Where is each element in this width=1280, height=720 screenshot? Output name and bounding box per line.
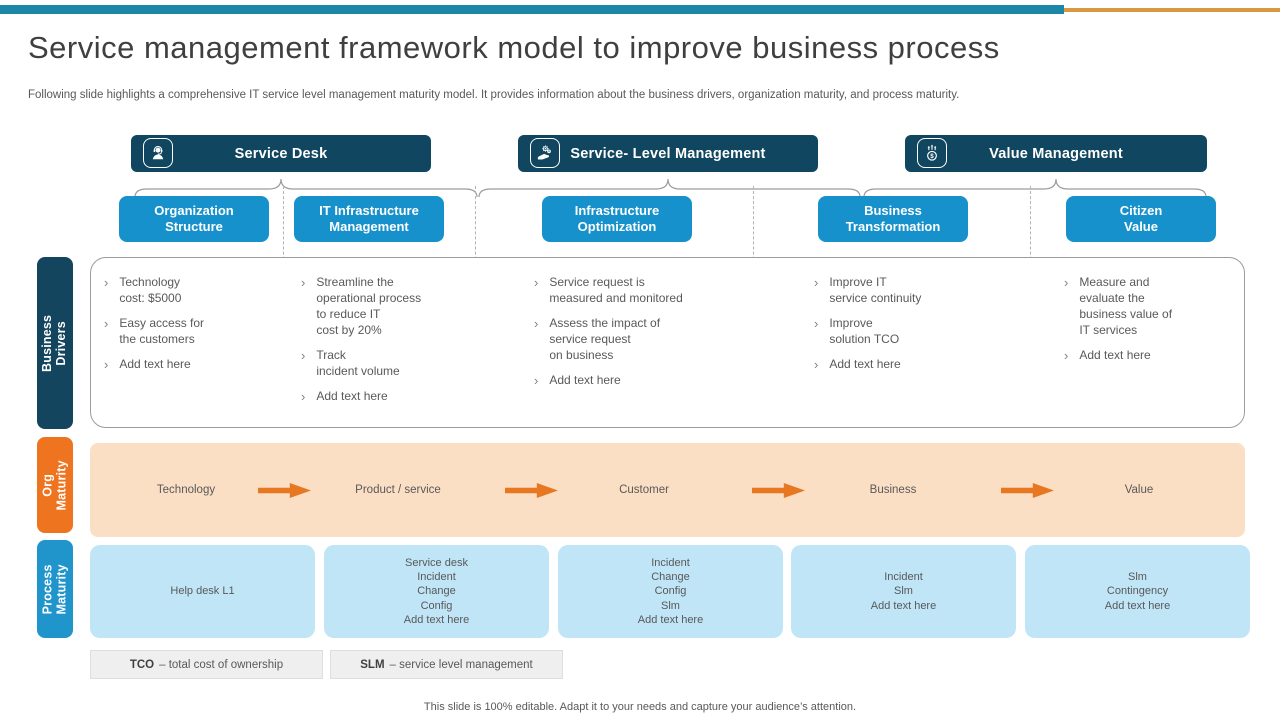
legend-abbr: TCO [129, 658, 155, 671]
stage-infrastructure-optimization: Infrastructure Optimization [542, 196, 692, 242]
bullet-item: Add text here [534, 373, 749, 390]
bullet-item: Service request is measured and monitore… [534, 275, 749, 307]
process-box: Incident Change Config Slm Add text here [558, 545, 783, 638]
maturity-step: Business [869, 484, 917, 496]
header-value-management: $ Value Management [905, 135, 1207, 172]
drivers-column: Measure and evaluate the business value … [1064, 275, 1239, 374]
stage-business-transformation: Business Transformation [818, 196, 968, 242]
stage-it-infrastructure-management: IT Infrastructure Management [294, 196, 444, 242]
legend-abbr: SLM [360, 658, 385, 671]
row-tab-org-maturity: Org Maturity [37, 437, 73, 533]
stage-organization-structure: Organization Structure [119, 196, 269, 242]
bullet-item: Easy access for the customers [104, 316, 279, 348]
bullet-item: Technology cost: $5000 [104, 275, 279, 307]
bullet-item: Measure and evaluate the business value … [1064, 275, 1239, 339]
bullet-item: Improve IT service continuity [814, 275, 1014, 307]
process-box: Slm Contingency Add text here [1025, 545, 1250, 638]
header-label: Service Desk [234, 145, 328, 162]
bullet-item: Streamline the operational process to re… [301, 275, 471, 339]
maturity-step: Product / service [355, 484, 441, 496]
row-tab-label: Process Maturity [40, 563, 69, 615]
header-label: Service- Level Management [570, 145, 766, 162]
legend-tco: TCO – total cost of ownership [90, 650, 323, 679]
page-title: Service management framework model to im… [28, 30, 1000, 65]
stage-citizen-value: Citizen Value [1066, 196, 1216, 242]
bullet-item: Add text here [104, 357, 279, 374]
slide-subtitle: Following slide highlights a comprehensi… [28, 89, 960, 101]
process-box: Incident Slm Add text here [791, 545, 1016, 638]
top-accent-bar-teal [0, 5, 1064, 14]
drivers-column: Technology cost: $5000 Easy access for t… [104, 275, 279, 383]
hand-gears-icon [530, 138, 560, 168]
row-tab-business-drivers: Business Drivers [37, 257, 73, 429]
maturity-step: Value [1124, 484, 1154, 496]
process-box: Help desk L1 [90, 545, 315, 638]
header-label: Value Management [989, 145, 1123, 162]
svg-text:$: $ [930, 153, 934, 160]
bullet-item: Improve solution TCO [814, 316, 1014, 348]
drivers-column: Improve IT service continuity Improve so… [814, 275, 1014, 383]
legend-slm: SLM – service level management [330, 650, 563, 679]
bullet-item: Add text here [814, 357, 1014, 374]
row-tab-label: Business Drivers [40, 314, 69, 372]
maturity-step: Technology [156, 484, 216, 496]
headset-agent-icon [143, 138, 173, 168]
bullet-item: Add text here [301, 389, 471, 406]
top-accent-bar-gold [1064, 8, 1280, 12]
slide-footer-note: This slide is 100% editable. Adapt it to… [423, 701, 857, 713]
drivers-column: Streamline the operational process to re… [301, 275, 471, 415]
maturity-step: Customer [619, 484, 669, 496]
header-service-desk: Service Desk [131, 135, 431, 172]
header-service-level-management: Service- Level Management [518, 135, 818, 172]
money-growth-icon: $ [917, 138, 947, 168]
drivers-column: Service request is measured and monitore… [534, 275, 749, 399]
process-box: Service desk Incident Change Config Add … [324, 545, 549, 638]
row-tab-process-maturity: Process Maturity [37, 540, 73, 638]
legend-text: – total cost of ownership [159, 658, 284, 671]
bullet-item: Assess the impact of service request on … [534, 316, 749, 364]
grouping-braces [134, 178, 1207, 198]
legend-text: – service level management [389, 658, 533, 671]
bullet-item: Add text here [1064, 348, 1239, 365]
bullet-item: Track incident volume [301, 348, 471, 380]
row-tab-label: Org Maturity [40, 459, 69, 511]
